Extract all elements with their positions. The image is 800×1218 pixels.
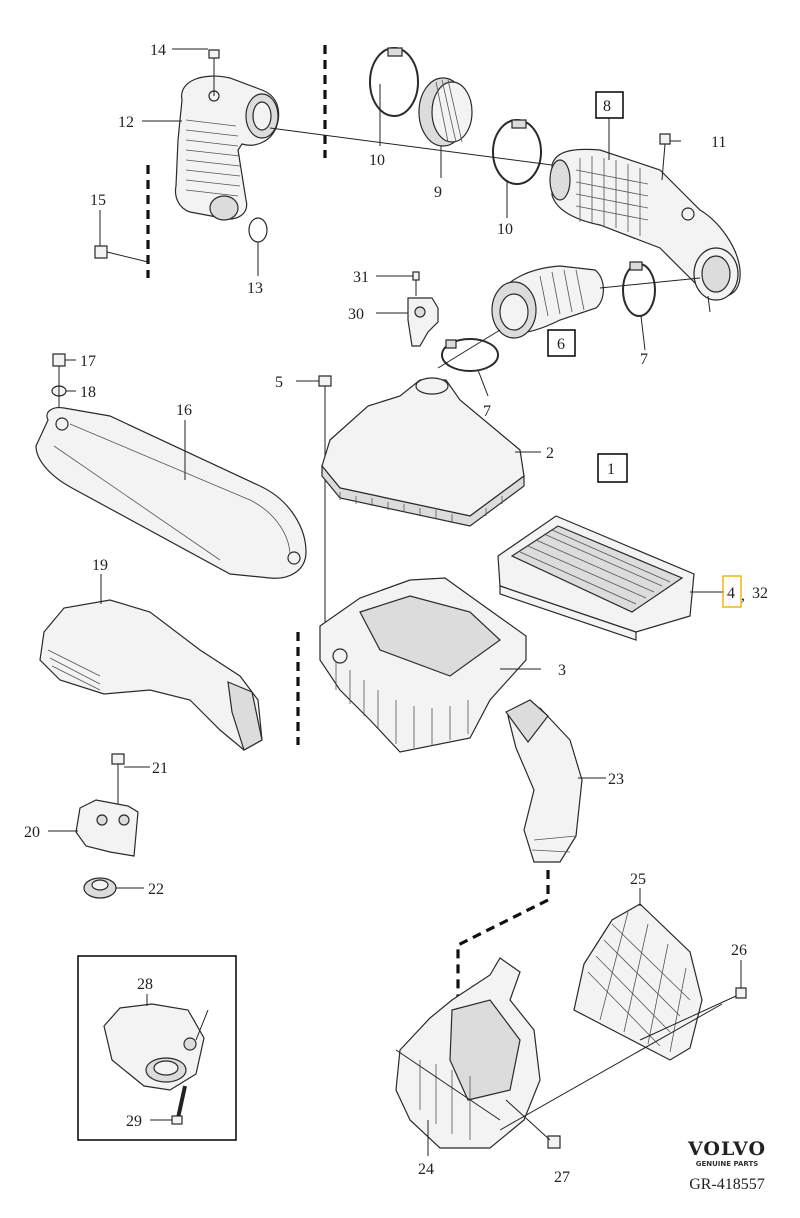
callout-19: 19	[92, 557, 108, 574]
callout-24: 24	[418, 1161, 434, 1178]
part-25-grille	[573, 903, 703, 1061]
callout-1: 1	[607, 461, 615, 478]
callout-12: 12	[118, 114, 134, 131]
callout-4: 4	[727, 585, 735, 602]
part-8-intake-pipe	[549, 148, 741, 313]
callout-32: 32	[752, 585, 768, 602]
callout-5: 5	[275, 374, 283, 391]
inset-frame	[77, 955, 237, 1141]
part-13-o-ring	[248, 217, 268, 243]
part-10-clamp-upper	[369, 47, 419, 117]
part-20-bracket	[75, 799, 139, 857]
callout-13: 13	[247, 280, 263, 297]
callout-18: 18	[80, 384, 96, 401]
label-box-4-highlight	[722, 575, 742, 608]
label-box-6	[547, 329, 576, 357]
leader-lines	[48, 48, 742, 1156]
part-28-throttle	[103, 1003, 205, 1091]
part-29-bolt	[171, 1085, 187, 1125]
part-11-bolt	[659, 133, 671, 181]
callout-27: 27	[554, 1169, 570, 1186]
part-23-hose	[505, 699, 583, 863]
callout-7-right: 7	[640, 351, 648, 368]
part-16-cover	[35, 407, 307, 579]
callout-31: 31	[353, 269, 369, 286]
callout-22: 22	[148, 881, 164, 898]
diagram-reference: GR-418557	[689, 1176, 765, 1193]
callout-14: 14	[150, 42, 166, 59]
genuine-parts-text: GENUINE PARTS	[695, 1160, 759, 1168]
callout-17: 17	[80, 353, 96, 370]
callout-20: 20	[24, 824, 40, 841]
part-3-housing-lower	[319, 577, 527, 753]
callout-3: 3	[558, 662, 566, 679]
part-30-sensor	[407, 297, 439, 347]
part-6-air-duct	[491, 265, 604, 339]
part-12-inlet-hose	[174, 49, 280, 221]
callout-8: 8	[603, 98, 611, 115]
part-5-bolt	[318, 375, 332, 636]
callout-23: 23	[608, 771, 624, 788]
callout-15: 15	[90, 192, 106, 209]
callout-6: 6	[557, 336, 565, 353]
part-21-bolt	[111, 753, 125, 806]
part-26-bolt	[639, 987, 747, 1041]
callout-26: 26	[731, 942, 747, 959]
part-15-bolt	[94, 245, 149, 263]
callout-11: 11	[711, 134, 726, 151]
callout-21: 21	[152, 760, 168, 777]
part-9-connector-hose	[418, 77, 473, 147]
callout-2: 2	[546, 445, 554, 462]
part-2-housing-upper	[321, 377, 525, 527]
callout-29: 29	[126, 1113, 142, 1130]
part-24-lower-duct	[395, 957, 541, 1149]
part-31-screw	[412, 271, 420, 296]
part-10-clamp-lower	[492, 119, 542, 185]
dashed-connections	[146, 45, 550, 1005]
callout-10-lower: 10	[497, 221, 513, 238]
callout-10-upper: 10	[369, 152, 385, 169]
callout-16: 16	[176, 402, 192, 419]
callout-30: 30	[348, 306, 364, 323]
volvo-logo: VOLVO	[687, 1138, 767, 1160]
part-7-clamp-lower	[441, 338, 499, 372]
label-box-1	[597, 453, 628, 483]
label-box-8	[595, 91, 624, 119]
part-7-clamp-upper	[622, 261, 656, 317]
part-22-grommet	[83, 877, 117, 899]
part-27-bolt	[505, 1099, 561, 1149]
callout-4-separator: ,	[741, 587, 745, 604]
part-17-bolt	[52, 353, 66, 367]
callout-25: 25	[630, 871, 646, 888]
callout-7-left: 7	[483, 403, 491, 420]
part-4-filter	[497, 515, 695, 641]
part-19-air-duct	[39, 599, 263, 751]
callout-numbers: 14 12 10 9 10 8 11 15 13 31 30 6 7 7 17 …	[24, 42, 768, 1186]
callout-28: 28	[137, 976, 153, 993]
callout-9: 9	[434, 184, 442, 201]
